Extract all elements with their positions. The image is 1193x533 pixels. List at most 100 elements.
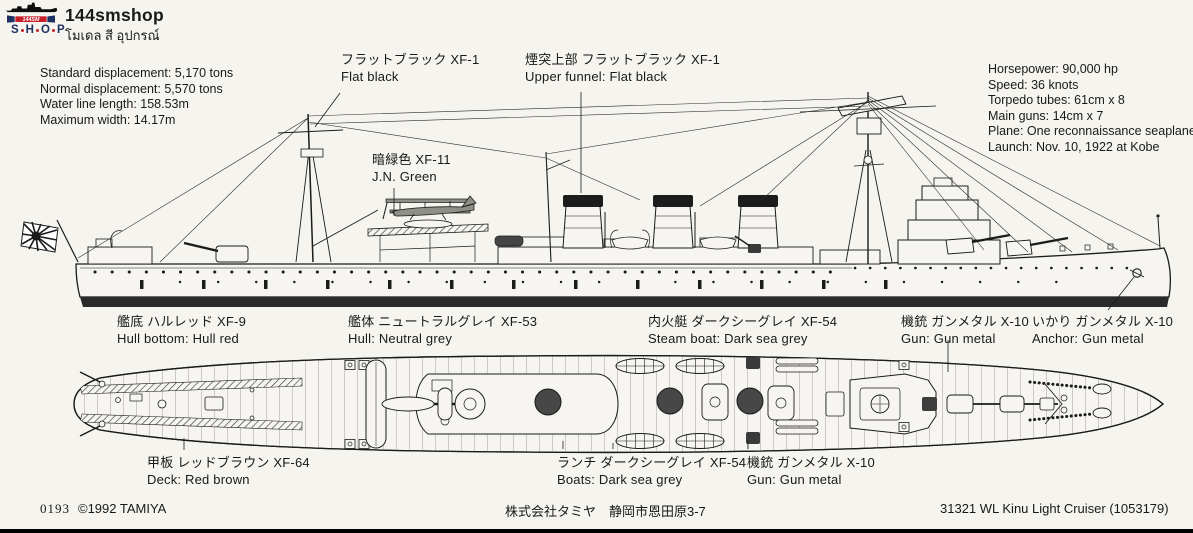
deck-plan-view	[73, 354, 1164, 454]
funnel-top-3	[736, 387, 764, 415]
callout-hull-bottom: 艦底 ハルレッド XF-9 Hull bottom: Hull red	[117, 313, 246, 347]
spec-line: Standard displacement: 5,170 tons	[40, 66, 234, 80]
side-profile-view	[20, 92, 1171, 307]
callout-en-line: Upper funnel: Flat black	[525, 69, 668, 84]
callout-en-line: Anchor: Gun metal	[1032, 331, 1144, 346]
anchor-icon	[1132, 268, 1142, 278]
callout-en-line: Boats: Dark sea grey	[557, 472, 683, 487]
anchor-chain-1	[1028, 380, 1094, 390]
callout-jp-line: 内火艇 ダークシーグレイ XF-54	[648, 314, 838, 329]
aa-gun-dark	[748, 244, 761, 253]
deck-machine-gun-1	[746, 357, 760, 369]
callout-jp-line: 機銃 ガンメタル X-10	[901, 314, 1029, 329]
callout-en-line: Hull: Neutral grey	[348, 331, 453, 346]
callout-upper-funnel: 煙突上部 フラットブラック XF-1 Upper funnel: Flat bl…	[525, 51, 720, 85]
callout-gun-deck: 機銃 ガンメタル X-10 Gun: Gun metal	[747, 454, 875, 488]
callout-jp-line: 煙突上部 フラットブラック XF-1	[525, 52, 720, 67]
torpedo-tubes	[775, 357, 819, 435]
spec-line: Torpedo tubes: 61cm x 8	[988, 93, 1125, 107]
callout-en-line: Gun: Gun metal	[901, 331, 996, 346]
red-dot-icon	[21, 28, 25, 32]
funnel-cap-1	[563, 195, 603, 207]
badge-text: 144SM	[23, 17, 40, 23]
funnel-top-1	[534, 388, 562, 416]
scan-edge-bar	[0, 529, 1193, 533]
brand-name: 144smshop	[65, 5, 164, 25]
funnel-top-2	[656, 387, 684, 415]
seaplane-icon	[382, 195, 477, 229]
callout-jp-line: 機銃 ガンメタル X-10	[747, 455, 875, 470]
footer-address: 株式会社タミヤ 静岡市恩田原3-7	[505, 504, 706, 519]
spec-line: Water line length: 158.53m	[40, 97, 189, 111]
forward-guns	[945, 233, 1114, 257]
funnels	[562, 195, 779, 249]
spec-line: Main guns: 14cm x 7	[988, 108, 1104, 123]
stern-structures	[87, 230, 249, 265]
callout-jp-line: 艦底 ハルレッド XF-9	[117, 314, 246, 329]
seaplane-topview	[365, 359, 453, 449]
callout-leader-lines	[183, 92, 1135, 450]
callout-hull: 艦体 ニュートラルグレイ XF-53 Hull: Neutral grey	[348, 313, 537, 347]
forward-machine-gun	[922, 397, 937, 411]
aft-deck-fittings	[79, 360, 370, 449]
callout-jp-line: フラットブラック XF-1	[341, 52, 480, 67]
aft-superstructure-roof	[415, 373, 619, 435]
callout-deck: 甲板 レッドブラウン XF-64 Deck: Red brown	[147, 454, 310, 488]
footer-code: 0193	[40, 501, 70, 516]
spec-line: Maximum width: 14.17m	[40, 112, 176, 127]
callout-en-line: Gun: Gun metal	[747, 472, 842, 487]
callout-jp-line: 艦体 ニュートラルグレイ XF-53	[348, 314, 538, 329]
logo-ship-icon	[5, 2, 58, 13]
rigging-lines	[77, 95, 1161, 263]
aft-mast	[277, 113, 379, 263]
spec-line: Normal displacement: 5,570 tons	[40, 81, 223, 96]
callout-jp-line: 暗緑色 XF-11	[372, 152, 451, 167]
forward-deck	[922, 380, 1112, 425]
specs-left-block: Standard displacement: 5,170 tons Normal…	[40, 66, 233, 128]
callout-steam-boat: 内火艇 ダークシーグレイ XF-54 Steam boat: Dark sea …	[648, 313, 837, 347]
callout-jp-line: いかり ガンメタル X-10	[1032, 314, 1174, 329]
footer-product-id: 31321 WL Kinu Light Cruiser (1053179)	[940, 501, 1169, 516]
brand-subtitle-thai: โมเดล สี อุปกรณ์	[65, 28, 160, 43]
bridge-topview	[849, 360, 937, 435]
deck-machine-gun-2	[746, 432, 760, 444]
callout-boats: ランチ ダークシーグレイ XF-54 Boats: Dark sea grey	[557, 454, 746, 488]
logo-badge-icon: 144SM	[7, 15, 55, 23]
callout-en-line: J.N. Green	[372, 169, 437, 184]
deck-anchor-2	[1092, 407, 1112, 419]
ensign-flag-icon	[20, 219, 79, 263]
spec-line: Speed: 36 knots	[988, 77, 1079, 92]
red-dot-icon	[52, 28, 56, 32]
shop-letter: O	[40, 24, 51, 36]
steam-boat-dark	[494, 235, 524, 247]
side-boats	[610, 229, 761, 253]
callout-jp-line: ランチ ダークシーグレイ XF-54	[557, 455, 747, 470]
anchor-chain-2	[1028, 412, 1094, 422]
callout-anchor: いかり ガンメタル X-10 Anchor: Gun metal	[1032, 313, 1173, 347]
shop-letter: S	[11, 24, 20, 36]
spec-line: Launch: Nov. 10, 1922 at Kobe	[988, 139, 1160, 154]
waterline-band	[80, 297, 1169, 307]
shop-letter: P	[56, 24, 66, 36]
callout-flat-black: フラットブラック XF-1 Flat black	[341, 51, 479, 85]
callout-en-line: Deck: Red brown	[147, 472, 250, 487]
footer-copyright: 0193 ©1992 TAMIYA	[40, 501, 166, 517]
funnel-cap-3	[738, 195, 778, 207]
callout-gun-side: 機銃 ガンメタル X-10 Gun: Gun metal	[901, 313, 1029, 347]
specs-right-block: Horsepower: 90,000 hp Speed: 36 knots To…	[988, 62, 1193, 155]
callout-jn-green: 暗緑色 XF-11 J.N. Green	[372, 151, 451, 185]
footer-copyright-text: ©1992 TAMIYA	[78, 501, 167, 516]
spec-line: Horsepower: 90,000 hp	[988, 62, 1118, 76]
midship-deck	[615, 357, 845, 449]
callout-en-line: Flat black	[341, 69, 399, 84]
red-dot-icon	[36, 28, 40, 32]
callout-en-line: Hull bottom: Hull red	[117, 331, 239, 346]
deck-anchor-1	[1092, 383, 1112, 395]
callout-jp-line: 甲板 レッドブラウン XF-64	[147, 455, 310, 470]
bow-details	[1129, 214, 1161, 278]
funnel-cap-2	[653, 195, 693, 207]
